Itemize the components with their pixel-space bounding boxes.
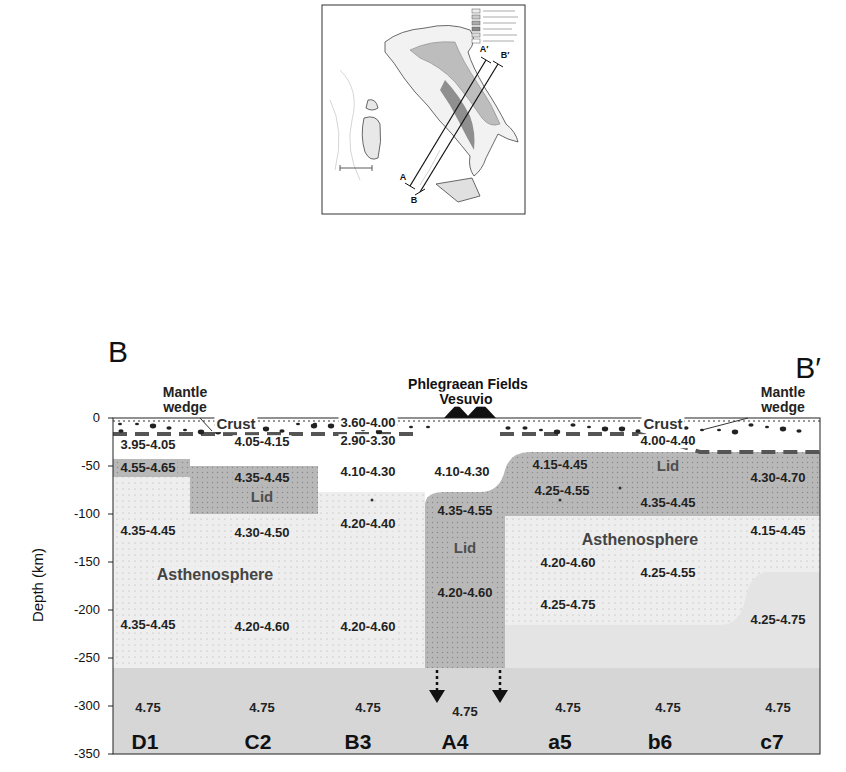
velocity-value: 4.75 <box>763 701 792 715</box>
velocity-value: 4.00-4.40 <box>639 434 698 448</box>
section-end-label: B <box>106 336 130 368</box>
velocity-value: 4.75 <box>247 701 276 715</box>
crust-texture-dot <box>780 427 786 432</box>
axis-tick: -150 <box>72 555 102 569</box>
crust-texture-dot <box>522 426 527 430</box>
column-label: D1 <box>130 731 161 753</box>
velocity-value: 4.20-4.40 <box>339 517 398 531</box>
column-label: C2 <box>243 731 274 753</box>
velocity-value: 4.15-4.45 <box>749 524 808 538</box>
region-label: Asthenosphere <box>580 532 700 549</box>
crust-texture-dot <box>602 427 608 432</box>
volcano-label: Phlegraean Fields <box>406 377 530 392</box>
column-label: b6 <box>646 731 675 753</box>
region-label: Lid <box>249 489 276 505</box>
velocity-value: 4.35-4.55 <box>436 504 495 518</box>
crust-texture-dot <box>587 426 591 428</box>
crust-texture-dot <box>619 427 625 432</box>
map-label: A <box>398 173 409 182</box>
crust-texture-dot <box>570 423 575 427</box>
velocity-value: 4.30-4.70 <box>749 471 808 485</box>
axis-tick: -200 <box>72 603 102 617</box>
axis-tick: -100 <box>72 507 102 521</box>
crust-texture-dot <box>279 429 284 433</box>
velocity-value: 4.35-4.45 <box>119 618 178 632</box>
column-label: A4 <box>440 731 471 753</box>
crust-texture-dot <box>118 429 123 433</box>
velocity-value: 4.05-4.15 <box>233 435 292 449</box>
crust-texture-dot <box>311 424 317 429</box>
crust-texture-dot <box>635 429 640 433</box>
velocity-value: 4.75 <box>353 701 382 715</box>
axis-tick: 0 <box>91 411 102 425</box>
velocity-value: 4.25-4.55 <box>533 484 592 498</box>
column-label: B3 <box>343 731 374 753</box>
velocity-value: 4.35-4.45 <box>233 471 292 485</box>
velocity-value: 4.30-4.50 <box>233 526 292 540</box>
velocity-value: 4.15-4.45 <box>531 458 590 472</box>
velocity-value: 4.75 <box>450 705 479 719</box>
velocity-value: 3.95-4.05 <box>119 438 178 452</box>
section-plot <box>108 402 820 754</box>
region-label: Crust <box>641 416 684 432</box>
callout-label: Mantle wedge <box>739 385 827 414</box>
crust-texture-dot <box>135 423 139 425</box>
crust-texture-dot <box>296 423 300 425</box>
crust-texture-dot <box>183 429 187 431</box>
velocity-value: 4.25-4.55 <box>639 566 698 580</box>
region-label: Lid <box>452 540 479 556</box>
axis-title: Depth (km) <box>30 546 46 624</box>
column-label: c7 <box>758 731 785 753</box>
crust-texture-dot <box>765 426 769 428</box>
crust-texture-dot <box>313 423 317 425</box>
crust-texture-dot <box>732 430 738 435</box>
velocity-value: 2.90-3.30 <box>339 434 398 448</box>
volcano-label: Vesuvio <box>438 392 495 407</box>
velocity-value: 4.25-4.75 <box>539 598 598 612</box>
location-map <box>322 5 525 214</box>
velocity-value: 4.20-4.60 <box>539 556 598 570</box>
region-label: Asthenosphere <box>155 567 275 584</box>
region-label: Lid <box>655 458 682 474</box>
crust-texture-dot <box>748 423 753 427</box>
region-label: Crust <box>214 416 257 432</box>
velocity-value: 4.75 <box>553 701 582 715</box>
crust-texture-dot <box>150 424 156 429</box>
crust-texture-dot <box>263 427 269 432</box>
velocity-value: 4.75 <box>653 701 682 715</box>
crust-texture-dot <box>796 429 801 433</box>
axis-tick: -350 <box>72 747 102 761</box>
axis-tick: -50 <box>79 459 102 473</box>
velocity-value: 4.10-4.30 <box>433 465 492 479</box>
crust-texture-dot <box>166 426 171 430</box>
velocity-value: 3.60-4.00 <box>339 416 398 430</box>
axis-tick: -250 <box>72 651 102 665</box>
map-label: A′ <box>478 45 491 54</box>
column-label: a5 <box>546 731 573 753</box>
velocity-value: 4.25-4.75 <box>749 613 808 627</box>
crust-texture-dot <box>505 426 510 430</box>
crust-texture-dot <box>328 424 334 429</box>
velocity-value: 4.35-4.45 <box>639 496 698 510</box>
velocity-value: 4.20-4.60 <box>339 620 398 634</box>
velocity-value: 4.75 <box>133 701 162 715</box>
velocity-value: 4.35-4.45 <box>119 524 178 538</box>
map-label: B′ <box>499 51 512 60</box>
callout-label: Mantle wedge <box>141 385 229 414</box>
crust-texture-dot <box>118 423 122 425</box>
crust-texture-dot <box>717 429 721 431</box>
crust-texture-dot <box>198 430 204 435</box>
velocity-value: 4.20-4.60 <box>436 586 495 600</box>
axis-tick: -300 <box>72 699 102 713</box>
crust-texture-dot <box>554 430 560 435</box>
velocity-value: 4.55-4.65 <box>119 461 178 475</box>
crust-texture-dot <box>539 429 543 431</box>
map-label: B <box>409 196 420 205</box>
velocity-value: 4.20-4.60 <box>233 620 292 634</box>
crust-texture-dot <box>426 426 430 428</box>
crust-texture-dot <box>409 426 413 428</box>
section-end-label: B′ <box>793 352 823 384</box>
velocity-value: 4.10-4.30 <box>339 465 398 479</box>
